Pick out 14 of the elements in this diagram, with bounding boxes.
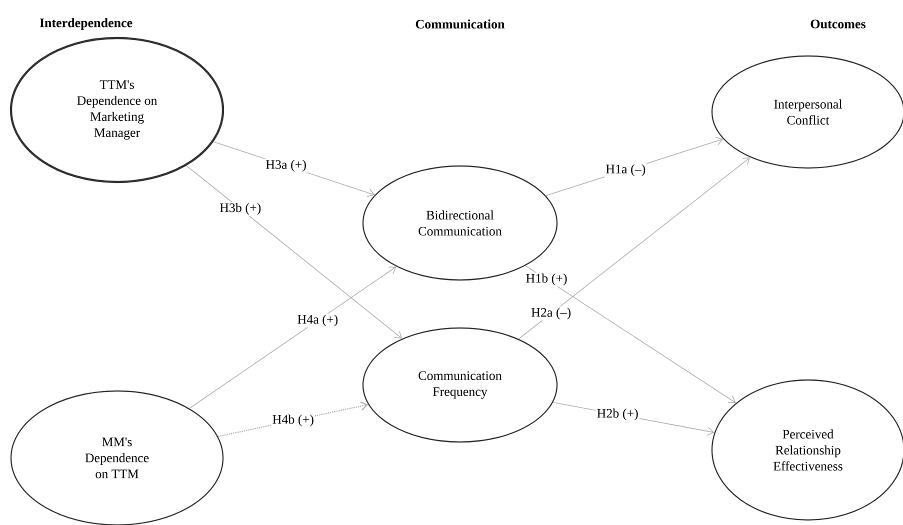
edge-label: H2b (+) — [596, 408, 640, 422]
arrow — [525, 265, 736, 404]
edge-label: H3b (+) — [218, 202, 262, 216]
arrow — [189, 266, 396, 409]
arrow — [518, 157, 750, 340]
edge-label: H2a (–) — [530, 306, 572, 320]
edge-label: H3a (+) — [264, 158, 308, 173]
edge-label: H4a (+) — [296, 314, 340, 328]
edge-label: H1b (+) — [524, 272, 568, 286]
column-heading: Outcomes — [810, 20, 866, 28]
column-heading: Communication — [416, 19, 505, 29]
edge-label: H4b (+) — [271, 414, 315, 428]
edge-label: H1a (–) — [604, 163, 647, 178]
arrow — [186, 165, 402, 339]
